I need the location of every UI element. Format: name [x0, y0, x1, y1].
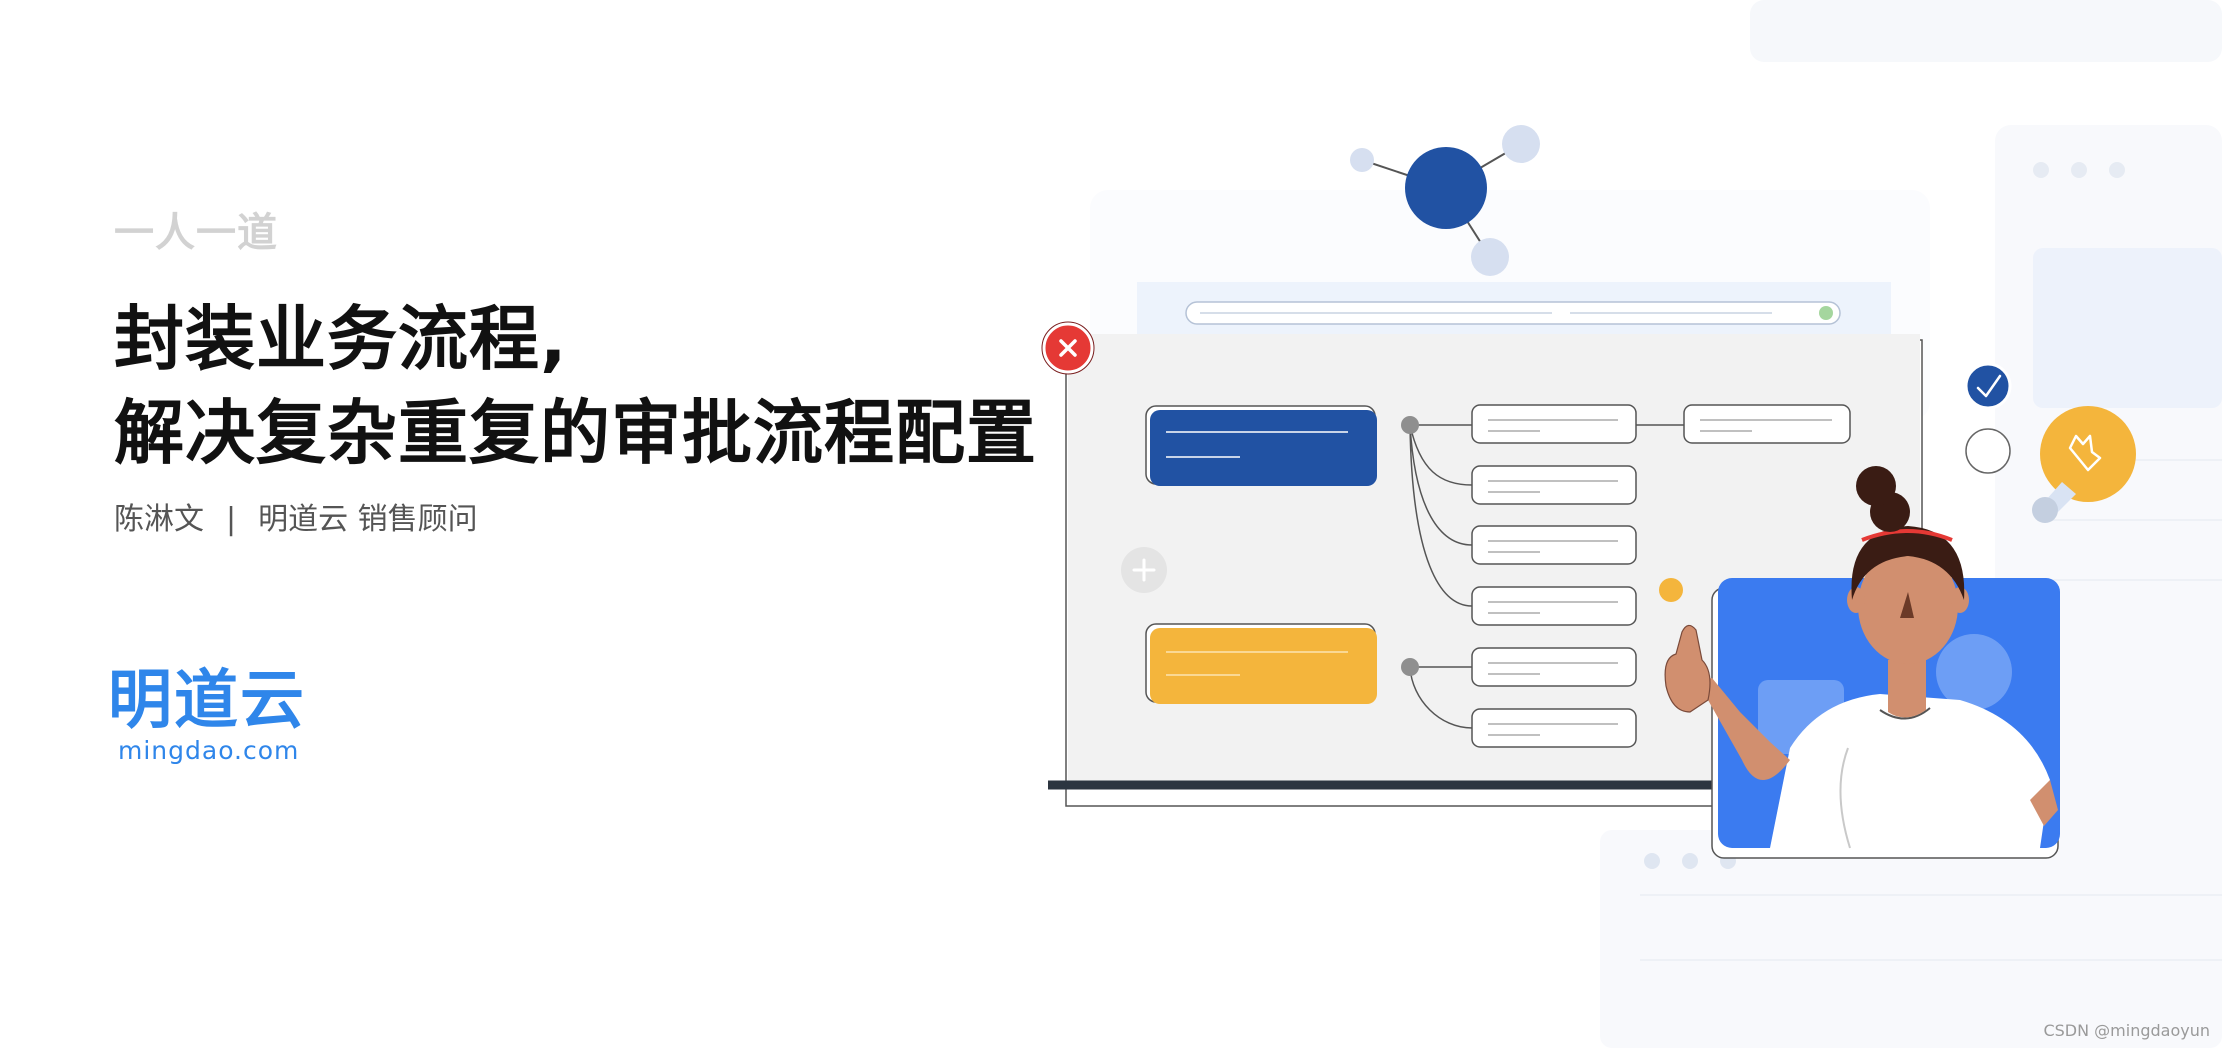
headline: 封装业务流程, 解决复杂重复的审批流程配置 — [114, 292, 1037, 480]
byline-separator: | — [226, 502, 237, 537]
company-role: 明道云 销售顾问 — [258, 502, 478, 537]
browser-header — [1137, 282, 1891, 334]
close-icon[interactable] — [1041, 321, 1095, 375]
brand-logo: 明道云 mingdao.com — [108, 666, 308, 766]
byline: 陈淋文 | 明道云 销售顾问 — [114, 494, 478, 538]
lightbulb-icon — [2032, 406, 2136, 523]
headline-line-1: 封装业务流程, — [114, 298, 568, 380]
presenter-name: 陈淋文 — [114, 502, 204, 537]
watermark: CSDN @mingdaoyun — [2043, 1021, 2210, 1040]
check-icon — [1964, 362, 2012, 410]
connector-node — [1401, 416, 1419, 434]
tagline: 一人一道 — [114, 210, 278, 256]
connectors — [1409, 424, 1684, 729]
step-boxes — [1471, 404, 1851, 748]
empty-radio — [1965, 428, 2011, 474]
logo-domain: mingdao.com — [118, 736, 300, 765]
headline-line-2: 解决复杂重复的审批流程配置 — [114, 392, 1037, 474]
accent-dot — [1659, 578, 1683, 602]
logo-name-cn: 明道云 — [108, 664, 306, 738]
process-block-yellow — [1145, 623, 1377, 704]
presenter-figure — [1664, 466, 2058, 849]
process-block-blue — [1145, 405, 1377, 486]
plus-icon[interactable] — [1121, 547, 1167, 593]
connector-node — [1401, 658, 1419, 676]
molecule-decoration — [1350, 125, 1540, 276]
